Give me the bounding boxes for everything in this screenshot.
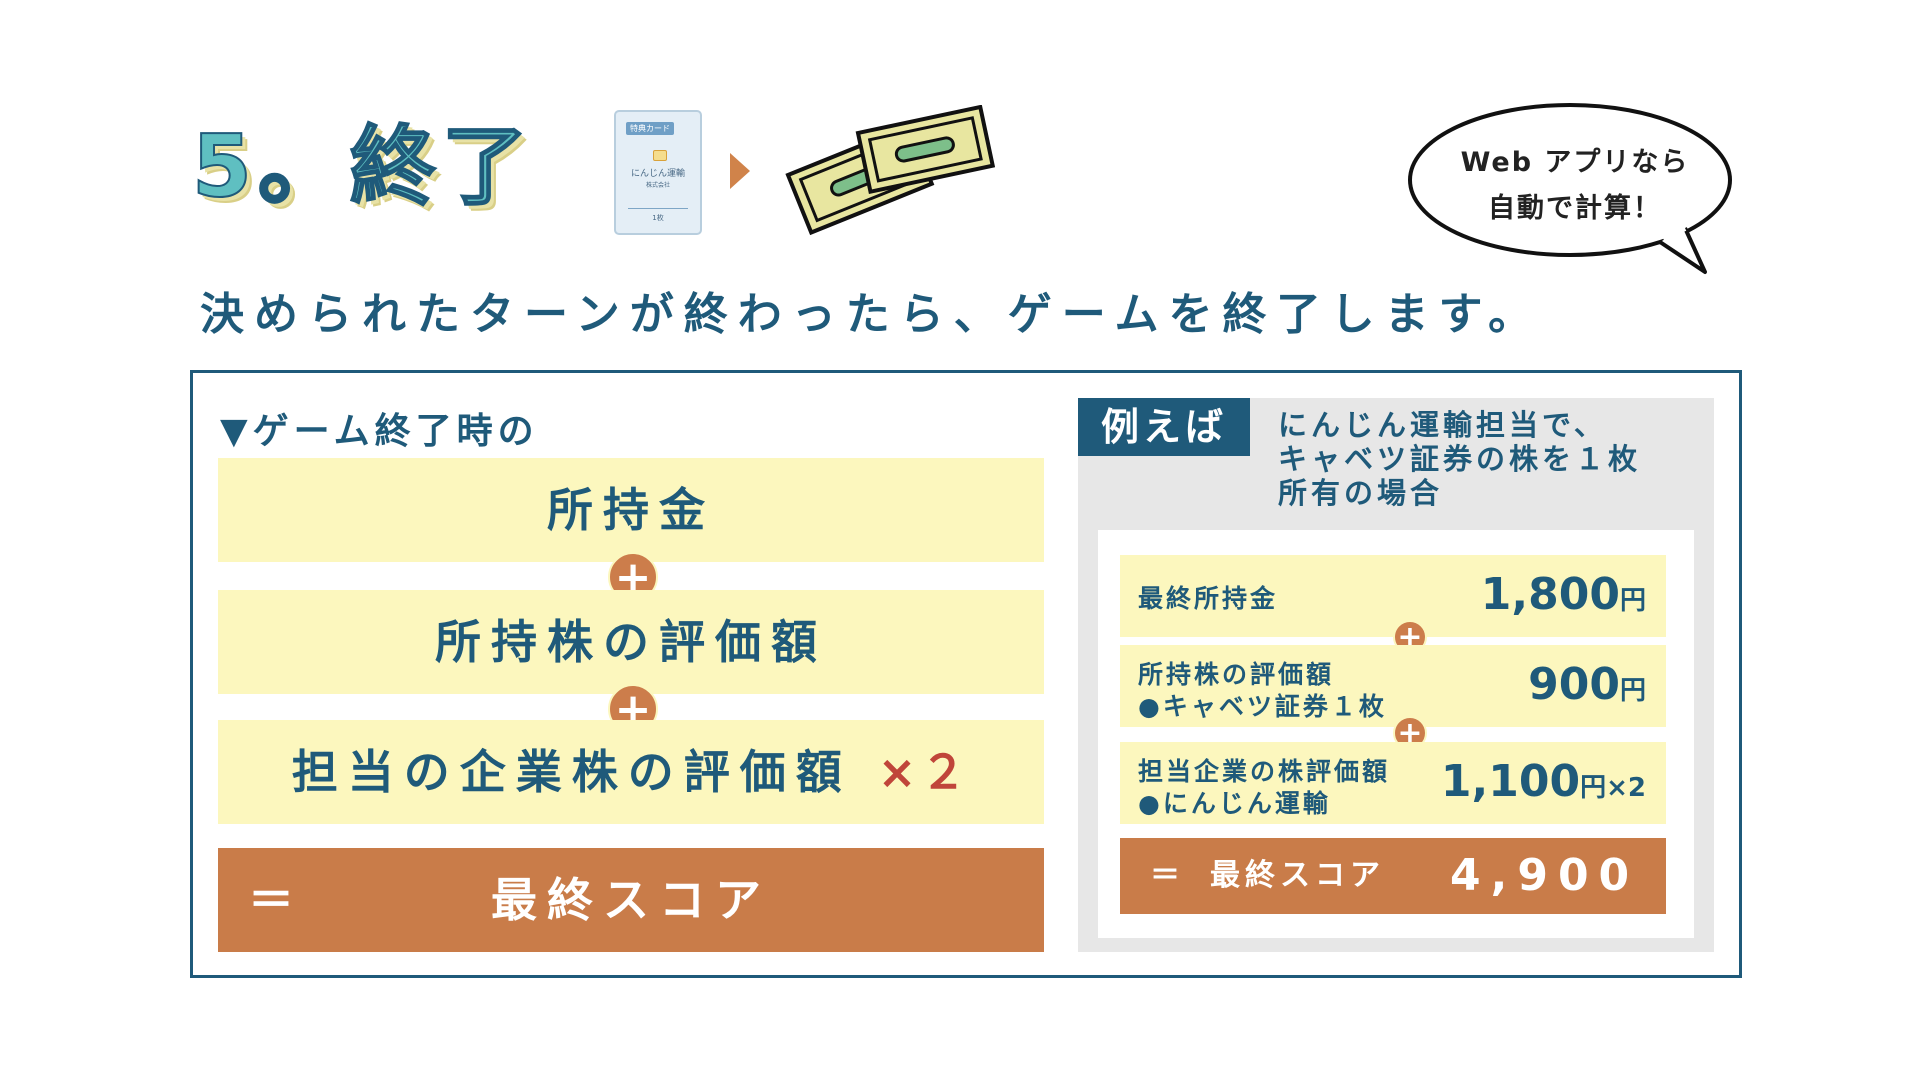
value-number: 1,100 (1440, 756, 1581, 807)
bubble-line-1: Web アプリなら (1460, 147, 1690, 178)
example-row-cash: 最終所持金 1,800円 (1120, 555, 1666, 637)
formula-item-cash: 所持金 (218, 458, 1044, 562)
example-row-sublabel: ●キャベツ証券１枚 (1138, 692, 1387, 721)
speech-bubble (1408, 103, 1732, 274)
example-row-label: 最終所持金 (1138, 584, 1279, 613)
equals-sign: ＝ (1150, 858, 1180, 893)
example-row-stock: 所持株の評価額 ●キャベツ証券１枚 900円 (1120, 645, 1666, 727)
value-unit: 円 (1619, 676, 1646, 706)
stock-card: 特典カード にんじん運輸 株式会社 1枚 (614, 110, 702, 235)
bubble-text: Web アプリなら 自動で計算！ (1425, 140, 1725, 232)
example-row-company: 担当企業の株評価額 ●にんじん運輸 1,100円×2 (1120, 742, 1666, 824)
example-desc-line: にんじん運輸担当で、 (1278, 408, 1607, 442)
formula-item-company-stock-label: 担当の企業株の評価額 (291, 745, 852, 799)
multiplier: ×２ (877, 745, 971, 799)
card-company-sub: 株式会社 (645, 182, 670, 189)
example-tag: 例えば (1078, 398, 1250, 456)
formula-heading: ▼ゲーム終了時の (220, 411, 539, 452)
card-divider (628, 208, 688, 209)
example-row-value: 1,800円 (1481, 569, 1646, 620)
example-row-value: 1,100円×2 (1441, 756, 1646, 807)
truck-icon (653, 150, 667, 161)
card-header: 特典カード (626, 122, 674, 135)
money-bills-icon (785, 105, 995, 236)
example-row-value: 900円 (1528, 659, 1646, 710)
example-result-value: 4,900 (1450, 850, 1640, 901)
value-number: 900 (1528, 659, 1620, 710)
arrow-right-icon (730, 153, 750, 189)
formula-item-stock-value: 所持株の評価額 (218, 590, 1044, 694)
example-description: にんじん運輸担当で、 キャベツ証券の株を１枚 所有の場合 (1278, 408, 1698, 510)
subtitle: 決められたターンが終わったら、ゲームを終了します。 (200, 289, 1543, 340)
example-result-label: 最終スコア (1210, 858, 1385, 893)
example-row-sublabel: ●にんじん運輸 (1138, 789, 1331, 818)
example-row-label: 担当企業の株評価額 (1138, 757, 1391, 786)
example-desc-line: 所有の場合 (1278, 476, 1444, 510)
formula-result-label: 最終スコア (491, 873, 771, 927)
card-count: 1枚 (652, 214, 664, 222)
formula-result: ＝ 最終スコア (218, 848, 1044, 952)
formula-item-company-stock: 担当の企業株の評価額 ×２ (218, 720, 1044, 824)
page-title: 5。終了 (191, 116, 534, 218)
example-row-label: 所持株の評価額 (1138, 660, 1335, 689)
bubble-line-2: 自動で計算！ (1488, 193, 1662, 224)
example-result: ＝ 最終スコア 4,900 (1120, 838, 1666, 914)
equals-sign: ＝ (248, 873, 294, 927)
example-desc-line: キャベツ証券の株を１枚 (1278, 442, 1642, 476)
card-company: にんじん運輸 (630, 169, 685, 179)
value-unit: 円 (1619, 586, 1646, 616)
value-unit: 円×2 (1580, 773, 1646, 803)
value-number: 1,800 (1480, 569, 1620, 620)
